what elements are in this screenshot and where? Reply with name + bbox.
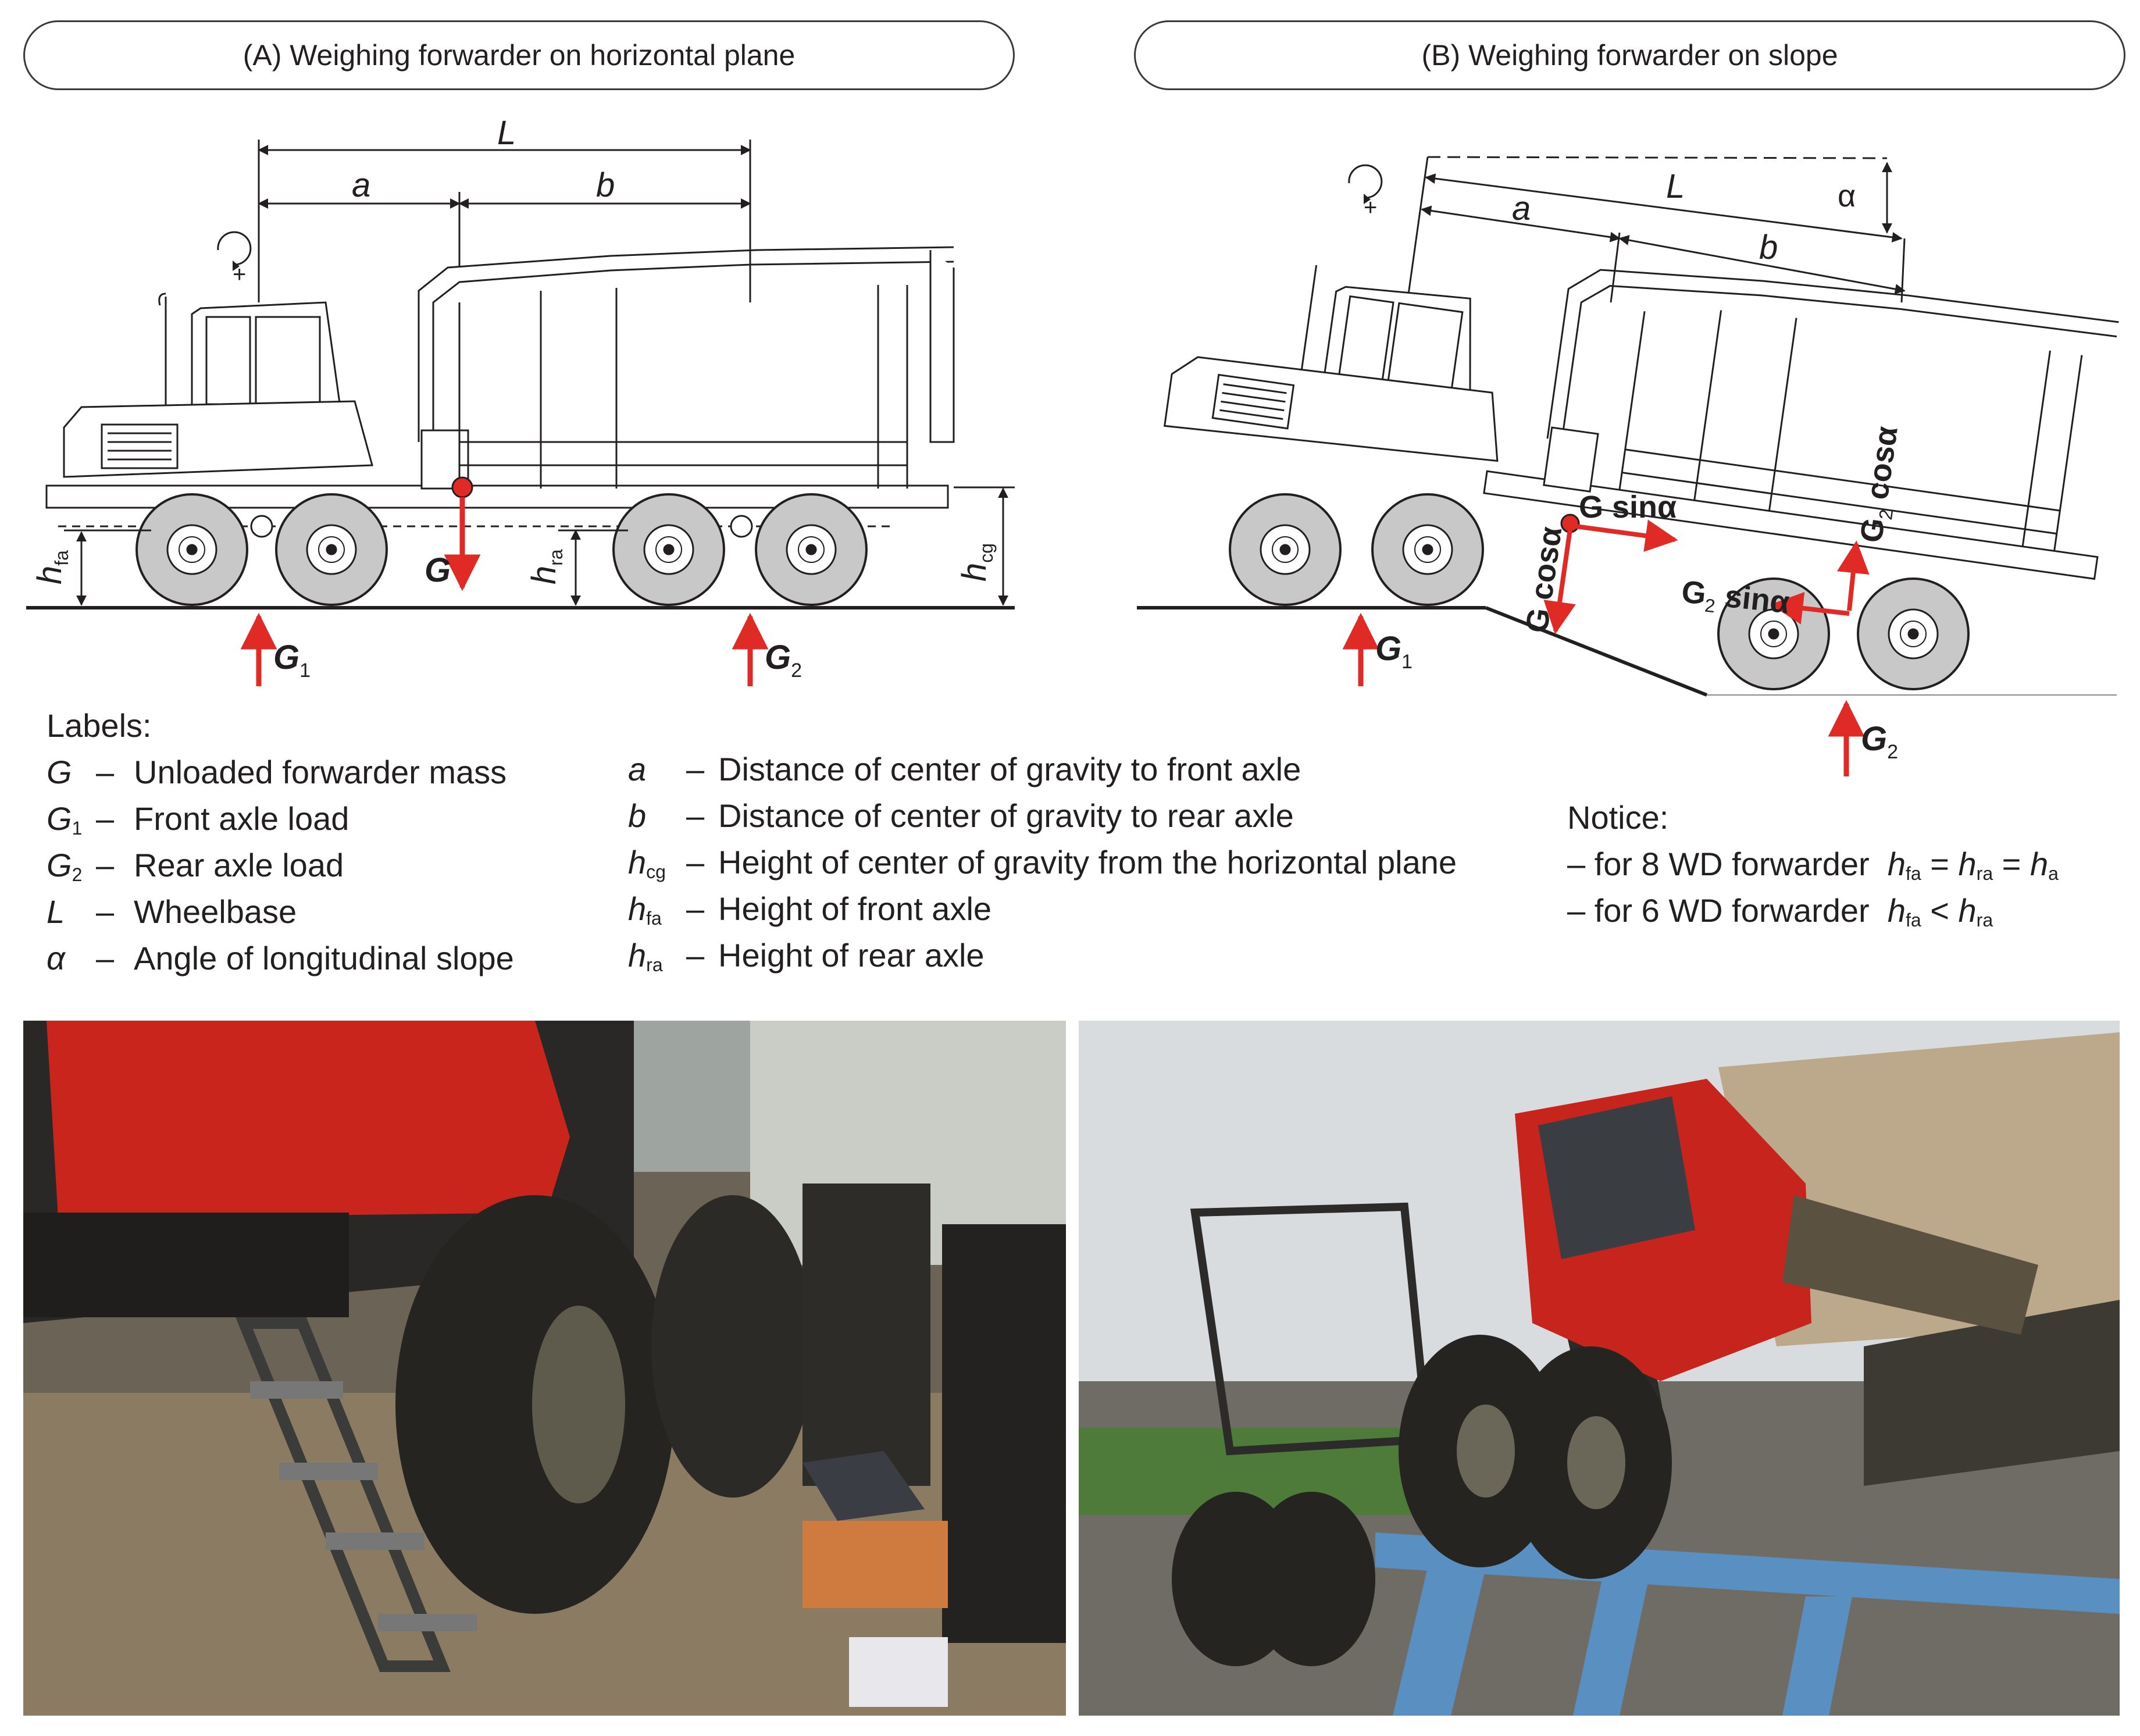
photo-workshop-weighing: [23, 1021, 1066, 1716]
label-g2-a: G2: [765, 639, 802, 682]
legend-symbol: L: [47, 893, 65, 930]
legend-description: Angle of longitudinal slope: [134, 940, 514, 976]
legend-description: Distance of center of gravity to rear ax…: [718, 797, 1294, 834]
label-g-sin: G sinα: [1579, 490, 1677, 525]
label-g-cos: G cosα: [1519, 525, 1568, 635]
panel-a-title: (A) Weighing forwarder on horizontal pla…: [23, 20, 1015, 90]
legend-symbol: hfa: [628, 890, 662, 929]
legend-description: Height of front axle: [718, 890, 992, 927]
legend-dash: –: [686, 797, 705, 834]
label-g2-sin: G2 sinα: [1679, 574, 1791, 624]
legend-dash: –: [96, 940, 115, 976]
label-hra: hra: [525, 549, 566, 584]
legend-dash: –: [96, 847, 115, 883]
forwarder-diagrams: L a b + G G1 G2 hfa hra hcg: [26, 114, 2119, 697]
dim-line-a-b: [1421, 205, 1621, 243]
notice-line-6wd: – for 6 WD forwarder hfa < hra: [1567, 892, 1993, 931]
legend-description: Unloaded forwarder mass: [134, 754, 507, 790]
legend-dash: –: [686, 751, 705, 787]
label-l-a: L: [497, 114, 516, 152]
legend-dash: –: [96, 893, 115, 930]
cg-point-a: [451, 476, 473, 498]
legend-description: Front axle load: [134, 800, 349, 837]
diagram-b: [1137, 156, 2119, 697]
notice-heading: Notice:: [1567, 799, 1669, 836]
panel-b-title: (B) Weighing forwarder on slope: [1134, 20, 2125, 90]
legend-description: Wheelbase: [134, 893, 297, 930]
g2-arrow-b-svg: G2: [1828, 700, 1898, 776]
label-g-a: G: [425, 551, 451, 589]
slope-line-b: [1485, 606, 1708, 697]
legend-symbol: G1: [47, 800, 83, 839]
dim-line-l-b: [1425, 173, 1903, 243]
diagram-a-forces: [240, 476, 769, 686]
legend-symbol: hra: [628, 937, 663, 975]
dim-line-b-b: [1618, 235, 1906, 294]
rotation-sign-a: +: [233, 262, 246, 287]
labels-heading: Labels:: [47, 707, 152, 744]
legend-dash: –: [96, 754, 115, 790]
label-g1-b: G1: [1375, 630, 1413, 673]
legend-dash: –: [686, 890, 705, 927]
g-cos-arrow: [1543, 529, 1576, 634]
legend-symbol: α: [47, 940, 65, 976]
legend-dash: –: [686, 937, 705, 974]
legend-dash: –: [96, 800, 115, 837]
label-hcg: hcg: [955, 543, 997, 582]
legend-description: Rear axle load: [134, 847, 344, 883]
label-l-b: L: [1666, 167, 1685, 205]
diagram-a: [26, 140, 1015, 609]
notice-line-8wd: – for 8 WD forwarder hfa = hra = ha: [1567, 846, 2059, 884]
label-b-b: b: [1759, 229, 1778, 266]
label-alpha-b: α: [1838, 179, 1856, 213]
label-g2-b: G2: [1861, 720, 1898, 763]
legend-symbol: b: [628, 797, 647, 834]
label-g1-a: G1: [273, 639, 311, 682]
g2-sin-arrow: [1770, 591, 1850, 625]
g2-cos-arrow: [1836, 540, 1870, 611]
label-a-b: a: [1512, 190, 1531, 227]
legend-dash: –: [686, 844, 705, 881]
g-sin-arrow: [1575, 519, 1678, 552]
legend-symbol: a: [628, 751, 647, 787]
label-a-a: a: [352, 166, 370, 204]
legend-symbol: G: [47, 754, 72, 790]
legend-symbol: hcg: [628, 844, 666, 882]
legend-description: Distance of center of gravity to front a…: [718, 751, 1301, 787]
legend-description: Height of rear axle: [718, 937, 985, 974]
legend-description: Height of center of gravity from the hor…: [718, 844, 1457, 881]
diagram-b-forces: [1342, 514, 1870, 686]
rotation-icon: [217, 231, 252, 266]
rotation-sign-b: +: [1364, 195, 1377, 220]
label-g2-cos: G2 cosα: [1853, 424, 1908, 545]
label-hfa: hfa: [31, 550, 72, 584]
legend-symbol: G2: [47, 847, 83, 885]
photo-slope-weighing: [1079, 1021, 2120, 1716]
label-b-a: b: [596, 166, 615, 204]
